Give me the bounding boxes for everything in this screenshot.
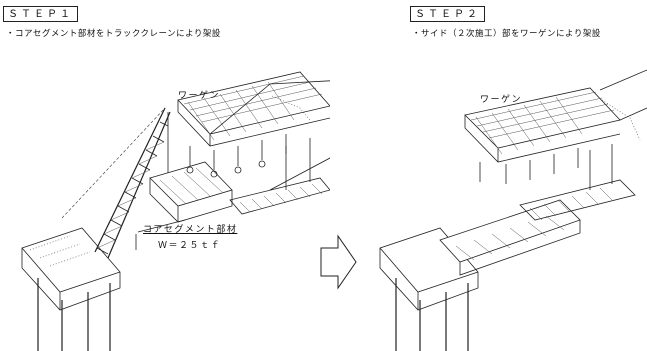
step1-wagen [177, 71, 330, 215]
step1-panel: ＳＴＥＰ１ ・コアセグメント部材をトラッククレーンにより架設 [3, 6, 330, 351]
step1-member-label: コアセグメント部材 [143, 225, 238, 235]
step1-core-segment [149, 161, 233, 223]
step2-girder [439, 199, 581, 276]
step1-leader-line [137, 219, 186, 233]
step2-wagen [464, 69, 647, 221]
step1-title: ＳＴＥＰ１ [3, 6, 78, 22]
step1-weight-label: Ｗ＝２５ｔｆ [158, 241, 222, 251]
step1-wagen-label: ワーゲン [178, 91, 221, 101]
step1-drawing [21, 71, 330, 351]
step2-caption: ・サイド（２次施工）部をワーゲンにより架設 [412, 29, 601, 39]
step1-caption: ・コアセグメント部材をトラッククレーンにより架設 [6, 29, 221, 39]
step1-crane [61, 107, 171, 259]
step2-drawing [379, 69, 647, 351]
step2-wagen-label: ワーゲン [480, 95, 523, 105]
step2-panel: ＳＴＥＰ２ ・サイド（２次施工）部をワーゲンにより架設 [330, 0, 647, 351]
step2-title: ＳＴＥＰ２ [410, 6, 485, 22]
step1-pier [21, 227, 121, 351]
